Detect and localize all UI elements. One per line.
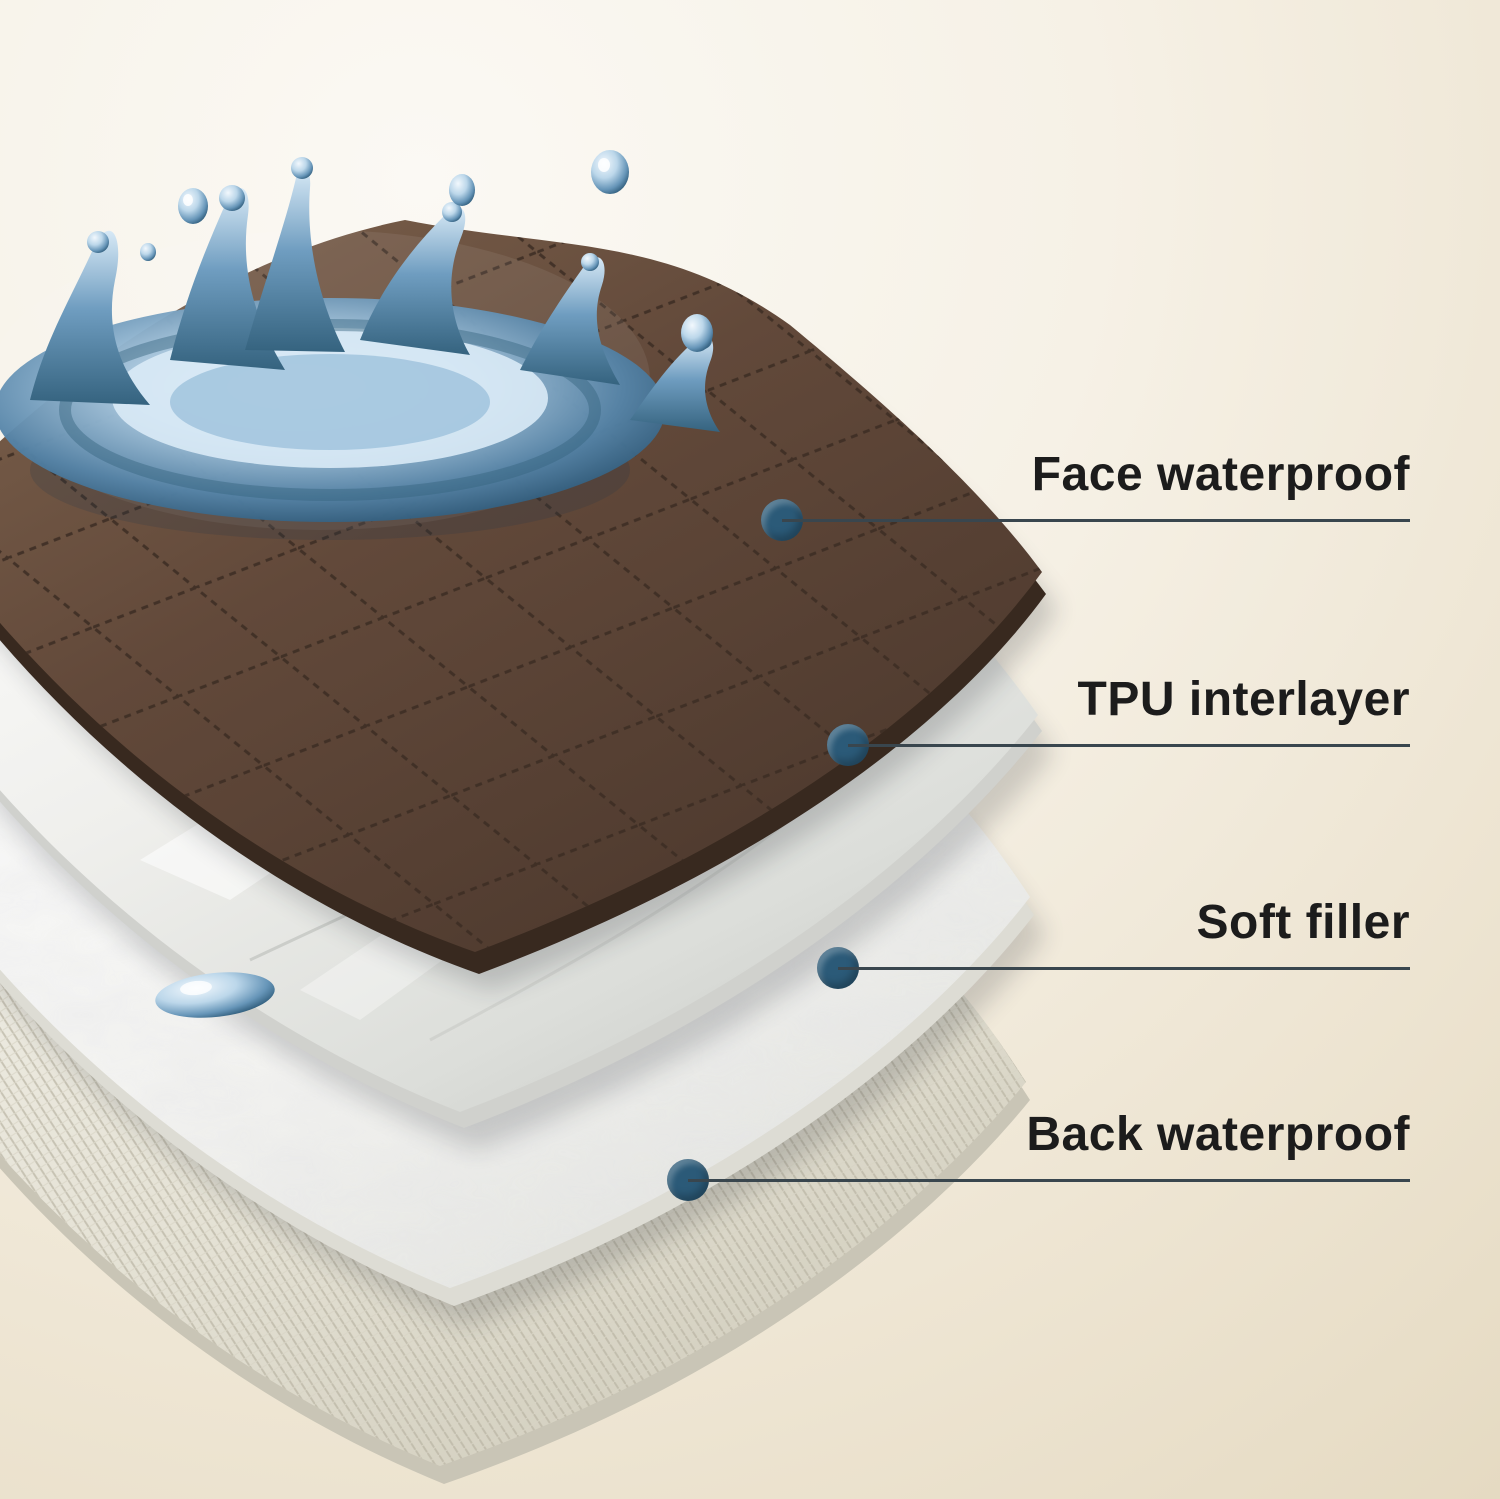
water-splash [0, 150, 720, 540]
callout-line [688, 1178, 1410, 1182]
callout-line [782, 518, 1410, 522]
callout-line [848, 743, 1410, 747]
layer-label-face-waterproof: Face waterproof [1031, 448, 1410, 501]
layer-label-tpu-interlayer: TPU interlayer [1077, 673, 1410, 726]
layer-label-soft-filler: Soft filler [1196, 896, 1410, 949]
layer-label-back-waterproof: Back waterproof [1026, 1108, 1410, 1161]
callout-line [838, 966, 1410, 970]
airborne-droplets [140, 150, 713, 352]
